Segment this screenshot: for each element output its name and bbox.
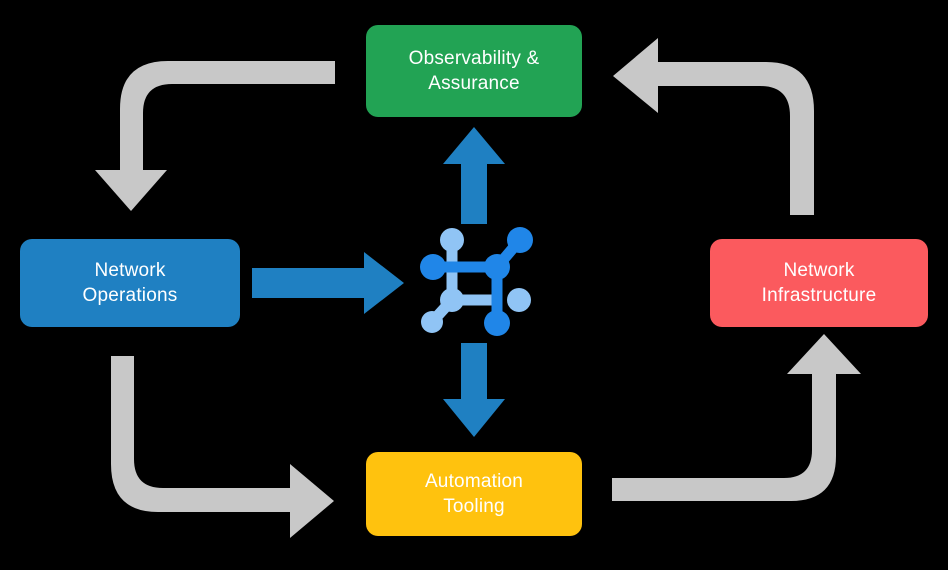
node-network-operations-label: Network Operations <box>82 259 178 306</box>
node-automation-tooling[interactable]: Automation Tooling <box>366 452 582 536</box>
node-network-infrastructure-label: Network Infrastructure <box>761 259 877 306</box>
connector-netops-to-center <box>252 252 404 314</box>
connector-center-to-automation <box>443 343 505 437</box>
connector-observability-to-netops <box>95 61 335 211</box>
connector-center-to-observability <box>443 127 505 224</box>
node-observability-label: Observability & Assurance <box>408 47 540 94</box>
node-observability-assurance[interactable]: Observability & Assurance <box>366 25 582 117</box>
node-network-infrastructure[interactable]: Network Infrastructure <box>710 239 928 327</box>
connector-automation-to-netinfra-shape <box>612 334 861 501</box>
connector-netops-to-automation <box>111 356 334 538</box>
connector-netinfra-to-observability <box>613 38 814 215</box>
node-network-operations[interactable]: Network Operations <box>20 239 240 327</box>
node-automation-tooling-label: Automation Tooling <box>424 470 524 517</box>
